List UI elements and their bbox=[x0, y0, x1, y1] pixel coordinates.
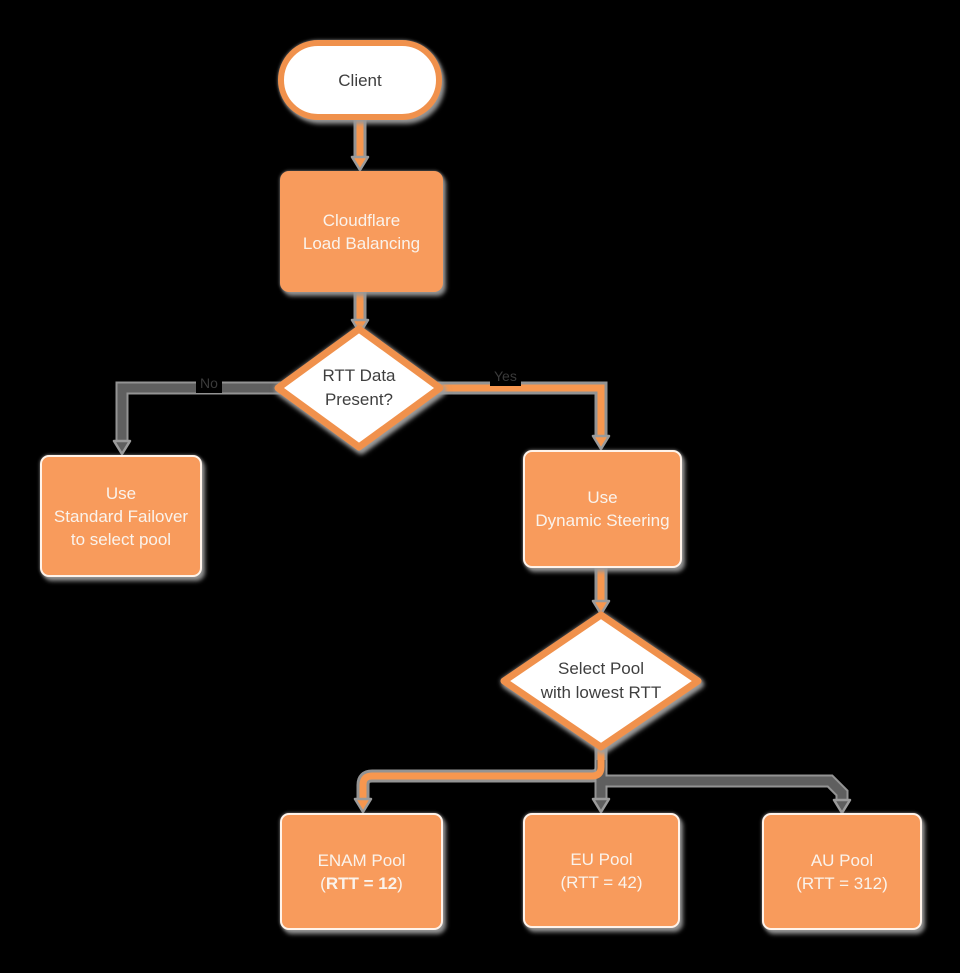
rtt-decision-line1: RTT Data bbox=[322, 366, 396, 385]
node-eu-pool: EU Pool (RTT = 42) bbox=[523, 813, 680, 928]
eu-pool-line1: EU Pool bbox=[570, 849, 633, 869]
connector-casings bbox=[115, 120, 849, 800]
failover-line1: Use bbox=[105, 483, 137, 503]
enam-pool-line2: (RTT = 12) bbox=[320, 872, 403, 895]
node-client-label: Client bbox=[338, 70, 382, 90]
arrowhead-into-failover bbox=[112, 439, 132, 456]
enam-pool-line1: ENAM Pool bbox=[317, 850, 406, 870]
arrowhead-into-dynamic-steering bbox=[591, 434, 611, 451]
label-rtt-data-present: RTT Data Present? bbox=[279, 362, 439, 414]
au-pool-line2: (RTT = 312) bbox=[796, 873, 888, 893]
label-select-pool-lowest-rtt: Select Pool with lowest RTT bbox=[511, 655, 691, 707]
node-standard-failover: Use Standard Failover to select pool bbox=[40, 455, 202, 577]
arrowhead-into-enam-pool bbox=[353, 797, 373, 814]
edges-gray bbox=[112, 383, 852, 815]
edge-select-pool-to-enam-pool bbox=[359, 747, 605, 799]
node-cloudflare-load-balancing: Cloudflare Load Balancing bbox=[280, 171, 443, 292]
edge-label-yes: Yes bbox=[490, 367, 521, 386]
arrowhead-into-load-balancer bbox=[350, 155, 370, 172]
enam-rtt-value: RTT = 12 bbox=[325, 873, 398, 893]
diamond-rtt-data-present bbox=[274, 325, 444, 451]
arrowhead-into-select-pool bbox=[591, 599, 611, 616]
failover-line2: Standard Failover bbox=[53, 506, 189, 526]
dynamic-steering-line2: Dynamic Steering bbox=[535, 511, 670, 530]
edge-label-no: No bbox=[196, 374, 222, 393]
arrowhead-into-au-pool bbox=[832, 798, 852, 815]
edge-junction-to-au-pool bbox=[601, 776, 847, 800]
node-dynamic-steering: Use Dynamic Steering bbox=[523, 450, 682, 568]
rtt-decision-line2: Present? bbox=[324, 390, 394, 409]
node-enam-pool: ENAM Pool (RTT = 12) bbox=[280, 813, 443, 930]
node-au-pool: AU Pool (RTT = 312) bbox=[762, 813, 922, 930]
load-balancer-line1: Cloudflare bbox=[322, 210, 401, 230]
node-client: Client bbox=[278, 40, 442, 120]
arrowhead-into-rtt-decision bbox=[350, 318, 370, 335]
failover-line3: to select pool bbox=[70, 529, 172, 549]
arrowhead-into-eu-pool bbox=[591, 797, 611, 814]
enam-paren-close: ) bbox=[397, 873, 403, 893]
diamond-select-pool-lowest-rtt bbox=[500, 611, 702, 751]
edge-rtt-yes-to-dynamic-steering bbox=[437, 384, 605, 436]
dynamic-steering-line1: Use bbox=[587, 488, 618, 507]
load-balancer-line2: Load Balancing bbox=[302, 233, 421, 253]
select-pool-line1: Select Pool bbox=[558, 659, 644, 678]
select-pool-line2: with lowest RTT bbox=[540, 683, 662, 702]
edge-rtt-no-to-failover bbox=[117, 383, 285, 441]
eu-pool-line2: (RTT = 42) bbox=[560, 872, 643, 892]
au-pool-line1: AU Pool bbox=[810, 850, 874, 870]
enam-paren-open: ( bbox=[320, 873, 326, 893]
